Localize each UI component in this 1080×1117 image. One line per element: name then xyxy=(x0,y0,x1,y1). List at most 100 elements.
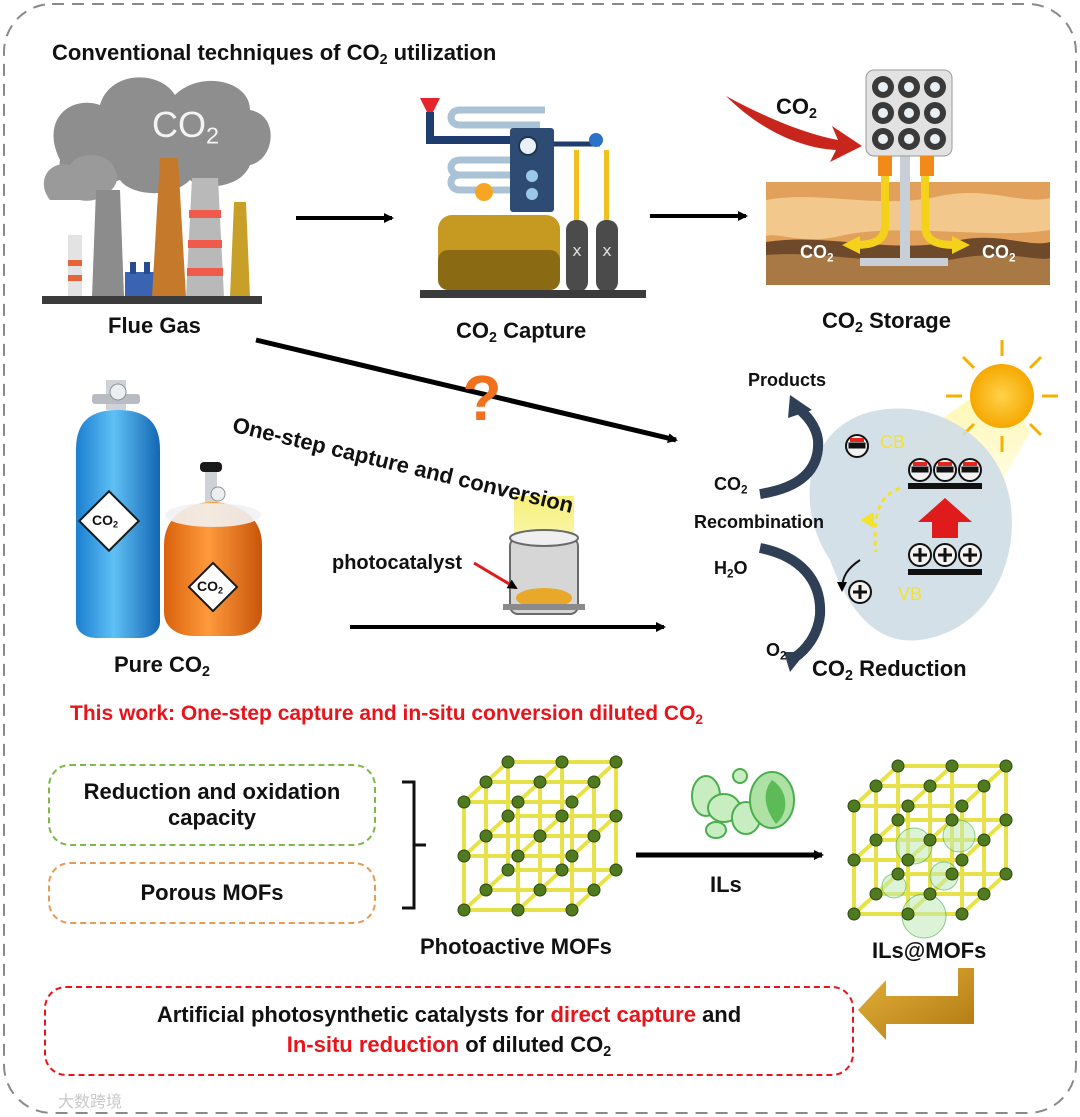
h2o-sub: 2 xyxy=(727,567,734,581)
smoke-prefix: CO xyxy=(152,104,206,145)
factory-icon xyxy=(42,77,271,304)
pure-sub: 2 xyxy=(202,664,210,680)
cylinder-blue-label: CO2 xyxy=(92,512,118,530)
capture-suffix: Capture xyxy=(496,318,587,343)
heading-sub: 2 xyxy=(379,52,388,68)
flue-gas-label: Flue Gas xyxy=(108,313,201,338)
mof-node xyxy=(955,907,969,921)
svg-text:x: x xyxy=(572,241,581,260)
photocatalysis-scheme xyxy=(758,340,1058,672)
h2o-label: H2O xyxy=(714,558,748,580)
reduction-suffix: Reduction xyxy=(852,656,967,681)
blue-cylinder-icon xyxy=(76,380,160,638)
mof-node xyxy=(565,849,579,863)
mof-node xyxy=(869,833,883,847)
mof-node xyxy=(901,853,915,867)
right-prefix: CO xyxy=(982,242,1009,262)
mof-node xyxy=(923,887,937,901)
right-sub: 2 xyxy=(1009,251,1016,265)
mof-node xyxy=(977,833,991,847)
heading-suffix: utilization xyxy=(387,40,497,65)
svg-text:x: x xyxy=(602,241,611,260)
mof-node xyxy=(479,775,493,789)
mof-node xyxy=(501,755,515,769)
page-heading: Conventional techniques of CO2 utilizati… xyxy=(52,40,496,68)
mof-node xyxy=(565,795,579,809)
cyl2-sub: 2 xyxy=(218,585,224,596)
smoke-co2-label: CO2 xyxy=(152,104,219,150)
storage-suffix: Storage xyxy=(862,308,951,333)
h2o-suffix: O xyxy=(733,558,748,578)
mof-node xyxy=(479,883,493,897)
mof-node xyxy=(955,853,969,867)
one-step-arrow xyxy=(255,337,678,444)
mof-node xyxy=(923,779,937,793)
storage-label: CO2 Storage xyxy=(822,308,951,336)
heading-prefix: Conventional techniques of CO xyxy=(52,40,380,65)
mof-node xyxy=(511,849,525,863)
mof-node xyxy=(901,799,915,813)
mof-node xyxy=(891,759,905,773)
mof-node xyxy=(587,883,601,897)
mof-node xyxy=(457,849,471,863)
storage-prefix: CO xyxy=(822,308,855,333)
photocatalyst-label: photocatalyst xyxy=(332,552,463,574)
outer-frame xyxy=(3,3,1077,1114)
h2o-prefix: H xyxy=(714,558,727,578)
this-work-sub: 2 xyxy=(695,711,703,727)
sun-icon xyxy=(970,364,1034,428)
capture-sub: 2 xyxy=(489,330,497,346)
porous-text: Porous MOFs xyxy=(140,880,284,905)
mof-node xyxy=(999,813,1013,827)
mof-node xyxy=(923,833,937,847)
mof-node xyxy=(501,863,515,877)
photoactive-mof-icon xyxy=(457,755,623,917)
pure-co2-label: Pure CO2 xyxy=(114,652,210,680)
ionic-liquid-icon xyxy=(691,768,795,839)
gold-return-arrow xyxy=(858,968,974,1040)
mof-node xyxy=(479,829,493,843)
mof-node xyxy=(533,775,547,789)
mof-node xyxy=(457,903,471,917)
mof-node xyxy=(555,809,569,823)
mof-node xyxy=(999,759,1013,773)
capacity-text: Reduction and oxidation capacity xyxy=(83,779,341,830)
mof-node xyxy=(587,775,601,789)
mof-node xyxy=(977,779,991,793)
mof-node xyxy=(457,795,471,809)
cyl1-prefix: CO xyxy=(92,512,113,528)
capture-label: CO2 Capture xyxy=(456,318,586,346)
mof-node xyxy=(891,867,905,881)
products-label: Products xyxy=(748,370,827,390)
final-a: Artificial photosynthetic catalysts for xyxy=(156,1001,551,1027)
cb-label: CB xyxy=(880,432,906,452)
mof-node xyxy=(565,903,579,917)
this-work-label: This work: One-step capture and in-situ … xyxy=(70,702,703,727)
mof-node xyxy=(901,907,915,921)
mof-node xyxy=(891,813,905,827)
capture-machine-icon: x x xyxy=(420,98,646,298)
mof-node xyxy=(587,829,601,843)
ils-mofs-label: ILs@MOFs xyxy=(872,938,987,963)
left-sub: 2 xyxy=(827,251,834,265)
mof-node xyxy=(533,829,547,843)
cyl2-prefix: CO xyxy=(197,578,218,594)
cyl1-sub: 2 xyxy=(113,519,119,530)
recombination-label: Recombination xyxy=(694,512,825,532)
mof-node xyxy=(847,853,861,867)
mof-node xyxy=(999,867,1013,881)
question-mark-icon: ? xyxy=(462,362,501,434)
this-work-prefix: This work: One-step capture and in-situ … xyxy=(70,702,696,725)
orange-cylinder-icon xyxy=(164,462,262,636)
capture-prefix: CO xyxy=(456,318,489,343)
bracket xyxy=(402,780,426,910)
reduction-label: CO2 Reduction xyxy=(812,656,967,684)
final-b: direct capture xyxy=(550,1001,696,1027)
mof-node xyxy=(945,759,959,773)
final-line-1: Artificial photosynthetic catalysts for … xyxy=(157,1000,741,1031)
capacity-box: Reduction and oxidation capacity xyxy=(48,764,376,846)
scheme-co2-sub: 2 xyxy=(741,483,748,497)
mof-node xyxy=(609,755,623,769)
